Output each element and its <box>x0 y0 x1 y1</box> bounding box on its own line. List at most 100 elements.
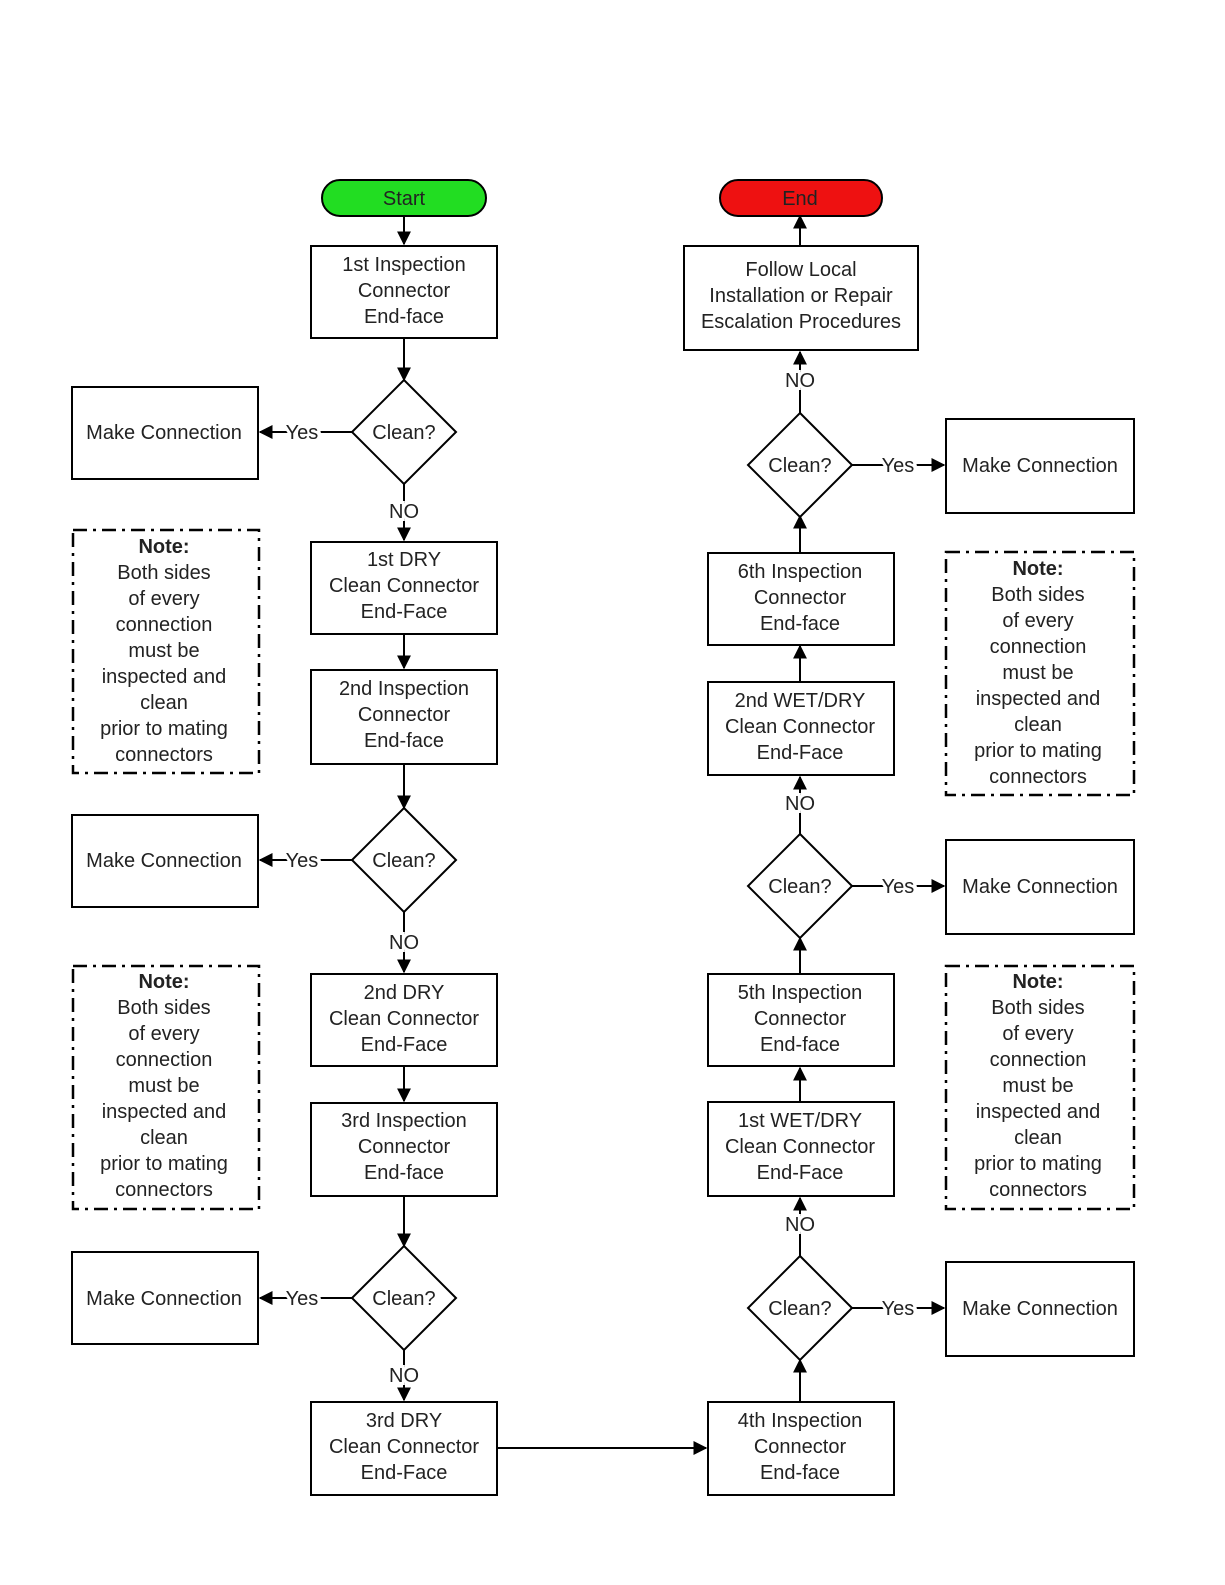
inspection-5-line-2: Connector <box>754 1008 847 1030</box>
note-3-line-8: connectors <box>989 766 1087 788</box>
note-3-line-6: clean <box>1014 714 1062 736</box>
make-connection-2-label: Make Connection <box>86 850 242 872</box>
no-label-4: NO <box>785 1214 815 1236</box>
make-connection-4-label: Make Connection <box>962 1298 1118 1320</box>
no-label-1: NO <box>389 501 419 523</box>
start-label: Start <box>383 188 426 210</box>
inspection-1-line-1: 1st Inspection <box>342 254 465 276</box>
dry-clean-1-line-1: 1st DRY <box>367 549 441 571</box>
decision-6: Clean? <box>746 411 854 519</box>
inspection-6-line-3: End-face <box>760 613 840 635</box>
escalation-box: Follow Local Installation or Repair Esca… <box>683 245 919 351</box>
wet-dry-clean-2-line-3: End-Face <box>757 742 844 764</box>
note-1: Note: Both sides of every connection mus… <box>71 528 261 775</box>
wet-dry-clean-1-line-2: Clean Connector <box>725 1136 875 1158</box>
note-1-line-2: of every <box>128 588 199 610</box>
wet-dry-clean-1-line-1: 1st WET/DRY <box>738 1110 862 1132</box>
make-connection-3: Make Connection <box>71 1251 259 1345</box>
note-2-line-4: must be <box>128 1075 199 1097</box>
edges <box>258 214 946 1455</box>
dry-clean-2-line-3: End-Face <box>361 1034 448 1056</box>
note-3-line-7: prior to mating <box>974 740 1102 762</box>
dry-clean-3-box: 3rd DRY Clean Connector End-Face <box>310 1401 498 1496</box>
dry-clean-3-line-2: Clean Connector <box>329 1436 479 1458</box>
yes-label-2: Yes <box>286 850 319 872</box>
note-2-title: Note: <box>138 971 189 993</box>
make-connection-2: Make Connection <box>71 814 259 908</box>
end-terminal: End <box>719 179 883 217</box>
make-connection-1-label: Make Connection <box>86 422 242 444</box>
end-label: End <box>782 188 818 210</box>
decision-4: Clean? <box>746 1254 854 1362</box>
inspection-3-line-3: End-face <box>364 1162 444 1184</box>
make-connection-6-label: Make Connection <box>962 455 1118 477</box>
note-2-line-1: Both sides <box>117 997 210 1019</box>
wet-dry-clean-1-box: 1st WET/DRY Clean Connector End-Face <box>707 1101 895 1197</box>
wet-dry-clean-2-line-1: 2nd WET/DRY <box>735 690 866 712</box>
decision-2: Clean? <box>350 806 458 914</box>
inspection-1-line-2: Connector <box>358 280 451 302</box>
note-2-line-6: clean <box>140 1127 188 1149</box>
inspection-5-box: 5th Inspection Connector End-face <box>707 973 895 1067</box>
yes-label-6: Yes <box>882 455 915 477</box>
inspection-5-line-1: 5th Inspection <box>738 982 863 1004</box>
inspection-5-line-3: End-face <box>760 1034 840 1056</box>
edge-labels: Yes Yes Yes Yes Yes Yes NO NO NO NO NO N… <box>283 367 918 1390</box>
make-connection-5-label: Make Connection <box>962 876 1118 898</box>
inspection-6-line-1: 6th Inspection <box>738 561 863 583</box>
inspection-4-line-1: 4th Inspection <box>738 1410 863 1432</box>
decision-4-label: Clean? <box>768 1298 831 1320</box>
no-label-5: NO <box>785 793 815 815</box>
note-2-line-2: of every <box>128 1023 199 1045</box>
inspection-4-line-2: Connector <box>754 1436 847 1458</box>
no-label-6: NO <box>785 370 815 392</box>
note-3-line-1: Both sides <box>991 584 1084 606</box>
inspection-6-line-2: Connector <box>754 587 847 609</box>
escalation-line-2: Installation or Repair <box>709 285 893 307</box>
escalation-line-3: Escalation Procedures <box>701 311 901 333</box>
note-4-line-8: connectors <box>989 1179 1087 1201</box>
wet-dry-clean-2-box: 2nd WET/DRY Clean Connector End-Face <box>707 681 895 776</box>
note-4-line-6: clean <box>1014 1127 1062 1149</box>
inspection-4-line-3: End-face <box>760 1462 840 1484</box>
yes-label-1: Yes <box>286 422 319 444</box>
inspection-6-box: 6th Inspection Connector End-face <box>707 552 895 646</box>
decision-3-label: Clean? <box>372 1288 435 1310</box>
dry-clean-2-line-2: Clean Connector <box>329 1008 479 1030</box>
no-label-2: NO <box>389 932 419 954</box>
note-1-line-5: inspected and <box>102 666 227 688</box>
decision-3: Clean? <box>350 1244 458 1352</box>
inspection-2-line-3: End-face <box>364 730 444 752</box>
note-1-line-7: prior to mating <box>100 718 228 740</box>
make-connection-1: Make Connection <box>71 386 259 480</box>
dry-clean-2-box: 2nd DRY Clean Connector End-Face <box>310 973 498 1067</box>
make-connection-3-label: Make Connection <box>86 1288 242 1310</box>
decision-5: Clean? <box>746 832 854 940</box>
inspection-4-box: 4th Inspection Connector End-face <box>707 1401 895 1496</box>
decision-1: Clean? <box>350 378 458 486</box>
dry-clean-1-line-2: Clean Connector <box>329 575 479 597</box>
note-4-line-1: Both sides <box>991 997 1084 1019</box>
note-4: Note: Both sides of every connection mus… <box>944 964 1136 1211</box>
note-4-line-5: inspected and <box>976 1101 1101 1123</box>
make-connection-5: Make Connection <box>945 839 1135 935</box>
note-2: Note: Both sides of every connection mus… <box>71 964 261 1211</box>
note-3-title: Note: <box>1012 558 1063 580</box>
inspection-3-line-1: 3rd Inspection <box>341 1110 467 1132</box>
note-1-title: Note: <box>138 536 189 558</box>
wet-dry-clean-1-line-3: End-Face <box>757 1162 844 1184</box>
yes-label-5: Yes <box>882 876 915 898</box>
note-3: Note: Both sides of every connection mus… <box>944 550 1136 797</box>
note-4-line-3: connection <box>990 1049 1087 1071</box>
yes-label-4: Yes <box>882 1298 915 1320</box>
make-connection-4: Make Connection <box>945 1261 1135 1357</box>
note-1-line-3: connection <box>116 614 213 636</box>
dry-clean-1-box: 1st DRY Clean Connector End-Face <box>310 541 498 635</box>
decision-5-label: Clean? <box>768 876 831 898</box>
start-terminal: Start <box>321 179 487 217</box>
make-connection-6: Make Connection <box>945 418 1135 514</box>
note-2-line-5: inspected and <box>102 1101 227 1123</box>
note-4-line-7: prior to mating <box>974 1153 1102 1175</box>
dry-clean-3-line-1: 3rd DRY <box>366 1410 442 1432</box>
